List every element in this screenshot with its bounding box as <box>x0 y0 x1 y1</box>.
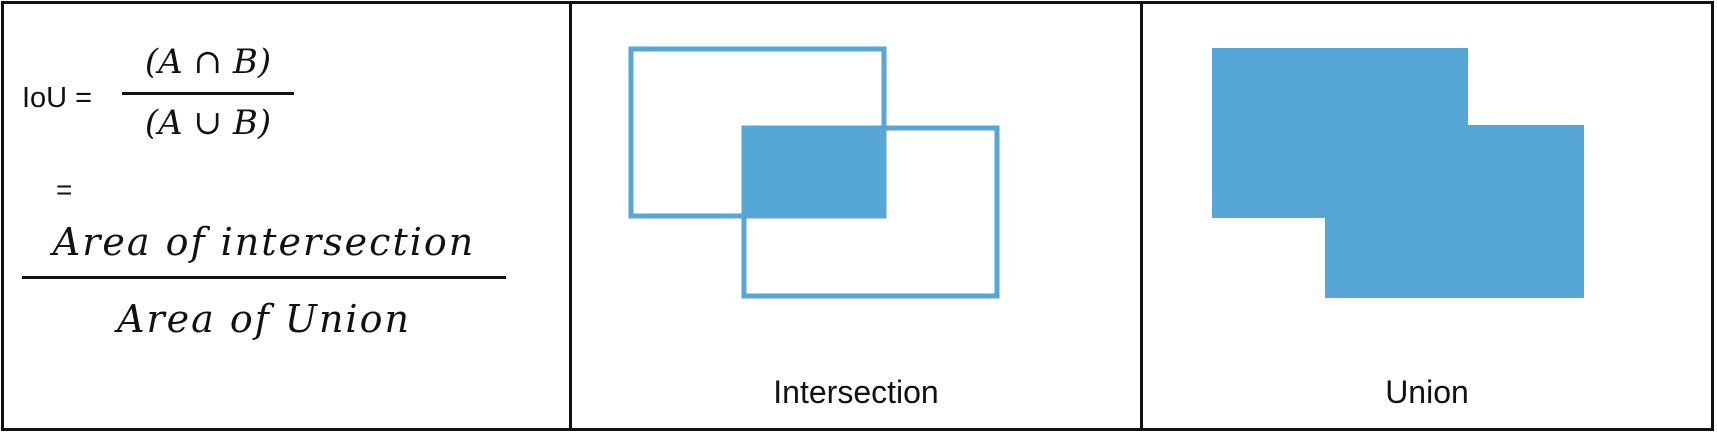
formula-panel: IoU = (A ∩ B) (A ∪ B) = Area of intersec… <box>4 4 572 428</box>
union-caption: Union <box>1385 374 1469 410</box>
intersection-fill <box>743 126 886 218</box>
box-a-outline <box>628 46 887 219</box>
union-panel: Union <box>1143 4 1711 428</box>
iou-label: IoU = <box>22 82 93 114</box>
intersection-panel: Intersection <box>572 4 1143 428</box>
set-fraction-numerator: (A ∩ B) <box>144 42 272 82</box>
box-b-outline <box>741 125 1000 299</box>
equals-sign: = <box>56 174 73 205</box>
union-fill <box>1212 48 1584 298</box>
set-fraction-bar <box>122 92 294 95</box>
set-fraction: (A ∩ B) (A ∪ B) <box>122 36 294 149</box>
union-diagram <box>1212 48 1584 298</box>
area-fraction: Area of intersection Area of Union <box>22 218 506 343</box>
area-fraction-numerator: Area of intersection <box>52 220 476 264</box>
intersection-diagram <box>628 46 1000 299</box>
set-fraction-denominator: (A ∪ B) <box>144 103 272 143</box>
intersection-caption: Intersection <box>773 374 939 410</box>
area-fraction-bar <box>22 276 506 279</box>
area-fraction-denominator: Area of Union <box>117 297 411 341</box>
